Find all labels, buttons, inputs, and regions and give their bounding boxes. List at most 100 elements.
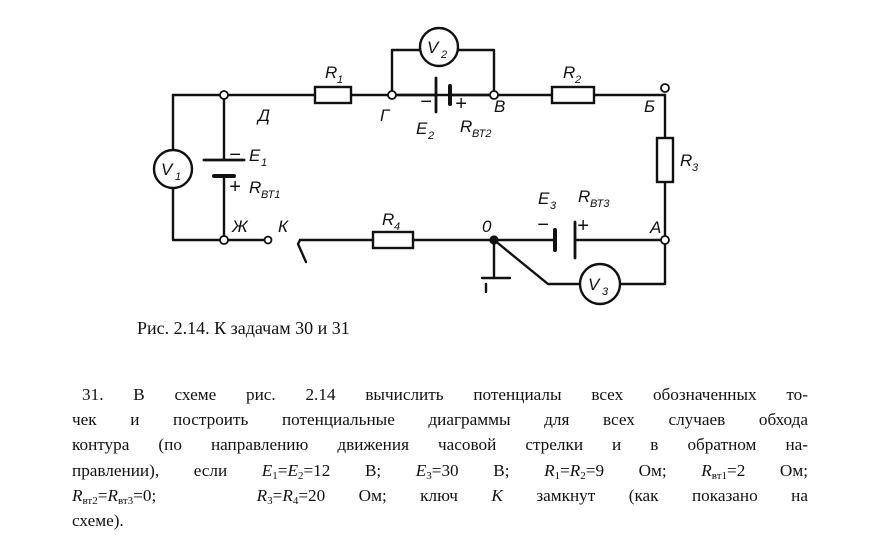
line5-text-a: Ом; ключ (358, 485, 492, 505)
label-node-g: Г (380, 106, 391, 125)
problem-line-2: чек и построить потенциальные диаграммы … (72, 410, 808, 430)
eq-rvt2-symbol: R (72, 485, 83, 505)
line5-text-b: замкнут (как показано на (502, 485, 808, 505)
line4-text-d: Ом; (638, 460, 702, 480)
e3-minus-sign: − (537, 214, 549, 236)
e1-subscript: 1 (261, 157, 267, 169)
rvt1-subscript: ВТ1 (261, 189, 280, 201)
label-node-d: Д (256, 106, 270, 125)
voltmeter-v2: V 2 (418, 26, 460, 68)
eq-r3-symbol: R (256, 485, 268, 505)
e3-subscript: 3 (550, 200, 557, 212)
e2-subscript: 2 (427, 130, 434, 142)
problem-text: 31. В схеме рис. 2.14 вычислить потенциа… (72, 382, 808, 533)
e3-label: E (538, 189, 550, 208)
switch-k-symbol: K (491, 485, 503, 505)
e2-minus-sign: − (420, 91, 432, 113)
r2-label: R (563, 63, 575, 82)
voltmeter-v1: V 1 (152, 148, 194, 190)
eq-r3r4-value: =20 (298, 485, 359, 505)
eq-r1-subscript: 1 (554, 469, 561, 482)
e1-label: E (249, 146, 261, 165)
eq-r3-subscript: 3 (267, 494, 273, 507)
label-switch-k: К (278, 217, 289, 236)
r3-label: R (680, 151, 692, 170)
eq-e1e2-value: =12 (303, 460, 365, 480)
rvt3-subscript: ВТ3 (590, 198, 610, 210)
eq-rvt3-symbol: R (107, 485, 118, 505)
rvt3-label: R (578, 187, 590, 206)
problem-line-6: схеме). (72, 511, 124, 531)
resistor-r4 (371, 230, 415, 250)
e1-minus-sign: − (229, 144, 241, 166)
eq-r4-symbol: R (282, 485, 293, 505)
line4-text-e: Ом; (779, 460, 808, 480)
line4-text-c: В; (493, 460, 545, 480)
eq-e3-symbol: E (415, 460, 427, 480)
eq-e2-subscript: 2 (297, 469, 304, 482)
eq-rvt1-subscript: вт1 (711, 469, 728, 482)
r1-subscript: 1 (337, 74, 343, 86)
label-node-a: А (649, 218, 661, 237)
problem-line-1: 31. В схеме рис. 2.14 вычислить потенциа… (82, 385, 808, 404)
eq-rvt1-value: =2 (727, 460, 780, 480)
eq-r2-subscript: 2 (580, 469, 586, 482)
wires (171, 48, 667, 294)
r4-subscript: 4 (394, 221, 400, 233)
resistor-r1 (313, 85, 353, 105)
v1-label: V (161, 160, 174, 179)
e1-plus-sign: + (229, 176, 241, 198)
node-b (660, 83, 670, 93)
r3-subscript: 3 (692, 162, 699, 174)
battery-e1 (202, 158, 246, 178)
resistor-r2 (550, 85, 596, 105)
node-a (660, 235, 670, 245)
r2-subscript: 2 (574, 74, 581, 86)
node-o (489, 235, 499, 245)
rvt2-subscript: ВТ2 (472, 128, 491, 140)
voltmeter-v3: V 3 (578, 262, 622, 306)
battery-e2 (434, 76, 452, 114)
e2-label: E (416, 119, 428, 138)
eq-e3-subscript: 3 (426, 469, 432, 482)
r4-label: R (382, 210, 394, 229)
e3-plus-sign: + (577, 215, 589, 237)
eq-e1-symbol: E (261, 460, 273, 480)
battery-e3 (553, 220, 577, 260)
eq-e2-symbol: E (287, 460, 298, 480)
node-zh (219, 235, 229, 245)
rvt2-label: R (460, 117, 472, 136)
label-node-o: 0 (482, 217, 492, 236)
eq-rvt2-subscript: вт2 (82, 494, 98, 507)
r1-label: R (325, 63, 337, 82)
v3-subscript: 3 (602, 286, 609, 298)
v3-label: V (588, 275, 601, 294)
v2-label: V (427, 38, 440, 57)
eq-e3-value: =30 (431, 460, 494, 480)
v2-subscript: 2 (440, 49, 447, 61)
eq-r4-subscript: 4 (292, 494, 299, 507)
label-node-b: Б (644, 97, 655, 116)
problem-line-4: правлении), если E1=E2=12 В; E3=30 В; R1… (72, 460, 808, 482)
resistor-r3 (655, 136, 675, 184)
eq-r2-symbol: R (569, 460, 581, 480)
v1-subscript: 1 (175, 171, 181, 183)
label-node-v: В (494, 97, 505, 116)
eq-rvt3-subscript: вт3 (117, 494, 134, 507)
eq-r1r2-value: =9 (585, 460, 639, 480)
label-node-zh: Ж (231, 217, 249, 236)
node-k (263, 235, 273, 245)
node-d (219, 90, 229, 100)
eq-e1-subscript: 1 (272, 469, 278, 482)
node-g (387, 90, 397, 100)
e2-plus-sign: + (455, 93, 467, 115)
eq-rvt1-symbol: R (701, 460, 712, 480)
rvt1-label: R (249, 178, 261, 197)
line4-text-a: правлении), если (72, 460, 262, 480)
problem-line-5: Rвт2=Rвт3=0; R3=R4=20 Ом; ключ K замкнут… (72, 485, 808, 507)
problem-line-3: контура (по направлению движения часовой… (72, 435, 808, 455)
eq-r1-symbol: R (544, 460, 555, 480)
figure-caption: Рис. 2.14. К задачам 30 и 31 (137, 318, 350, 338)
eq-rvt23-value: =0; (133, 485, 157, 505)
node-v (489, 90, 499, 100)
